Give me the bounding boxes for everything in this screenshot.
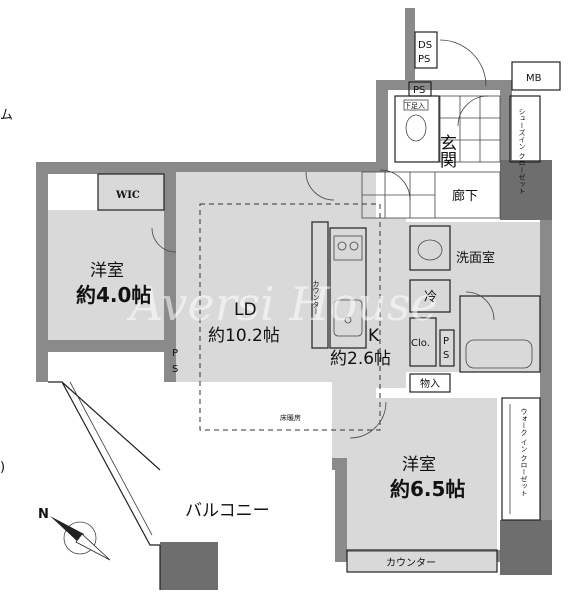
walk-in-closet-2-label: ウォーク イン クローゼット	[520, 408, 528, 497]
sink	[333, 299, 363, 337]
door-arcs	[151, 39, 495, 439]
floor-heating-boundary	[199, 203, 381, 431]
ps-top-label: PS	[413, 85, 425, 96]
balcony-outline	[48, 381, 161, 590]
bathtub	[459, 295, 541, 373]
compass-north-label: N	[38, 507, 49, 522]
kitchen-counter-label: カウンター	[312, 280, 320, 315]
watermark: Aversi House	[126, 277, 438, 331]
walk-in-closet-area	[98, 174, 164, 210]
room-fills	[48, 172, 540, 572]
western-room-2-area	[347, 398, 497, 550]
stove	[333, 235, 363, 261]
compass-ring	[63, 521, 97, 555]
closet-label: Clo.	[411, 338, 430, 349]
entrance-label: 玄関	[436, 134, 456, 168]
ps-left-p: P	[172, 348, 178, 359]
walk-in-closet-label: WIC	[115, 190, 140, 201]
corridor-label: 廊下	[452, 188, 478, 204]
washroom-area	[406, 222, 540, 372]
floor-heating-label: 床暖房	[280, 413, 301, 422]
toilet	[405, 114, 427, 142]
bottom-counter-label: カウンター	[386, 557, 436, 569]
washroom-label: 洗面室	[456, 250, 495, 266]
ps-kitchen-p: P	[443, 336, 449, 347]
balcony-area	[62, 382, 332, 542]
western-room-2-name: 洋室	[402, 455, 436, 475]
living-dining-name: LD	[234, 300, 257, 320]
edge-text-bottom: )	[0, 460, 6, 475]
refrigerator-label: 冷	[424, 290, 437, 305]
western-room-1-area	[48, 210, 164, 340]
ps-kitchen-s: S	[443, 350, 449, 361]
kitchen-counter	[311, 221, 329, 349]
kitchen-name: K	[368, 326, 380, 346]
corridor-tiles	[361, 171, 501, 219]
compass-arrow-icon	[50, 516, 84, 542]
wash-basin	[409, 225, 451, 271]
kitchen-size: 約2.6帖	[330, 349, 391, 369]
shoe-box-label: 下足入	[404, 102, 425, 110]
ds-label: DS	[418, 40, 432, 51]
edge-text-top: ム	[0, 108, 14, 123]
refrigerator-space	[409, 279, 451, 313]
shoes-in-closet-label: シューズイン クローゼット	[518, 108, 526, 194]
ds-ps-label: PS	[418, 54, 430, 65]
bottom-counter-area	[347, 552, 497, 572]
compass: N	[38, 507, 111, 561]
western-room-2-size: 約6.5帖	[390, 477, 465, 501]
western-room-1-size: 約4.0帖	[76, 283, 151, 307]
western-room-1-name: 洋室	[90, 261, 124, 281]
balcony-label: バルコニー	[185, 501, 270, 521]
storage-label: 物入	[420, 377, 440, 390]
entrance-tiles	[439, 95, 501, 163]
meter-box-label: MB	[526, 73, 542, 84]
living-dining-size: 約10.2帖	[208, 326, 280, 346]
ps-left-s: S	[172, 364, 178, 375]
